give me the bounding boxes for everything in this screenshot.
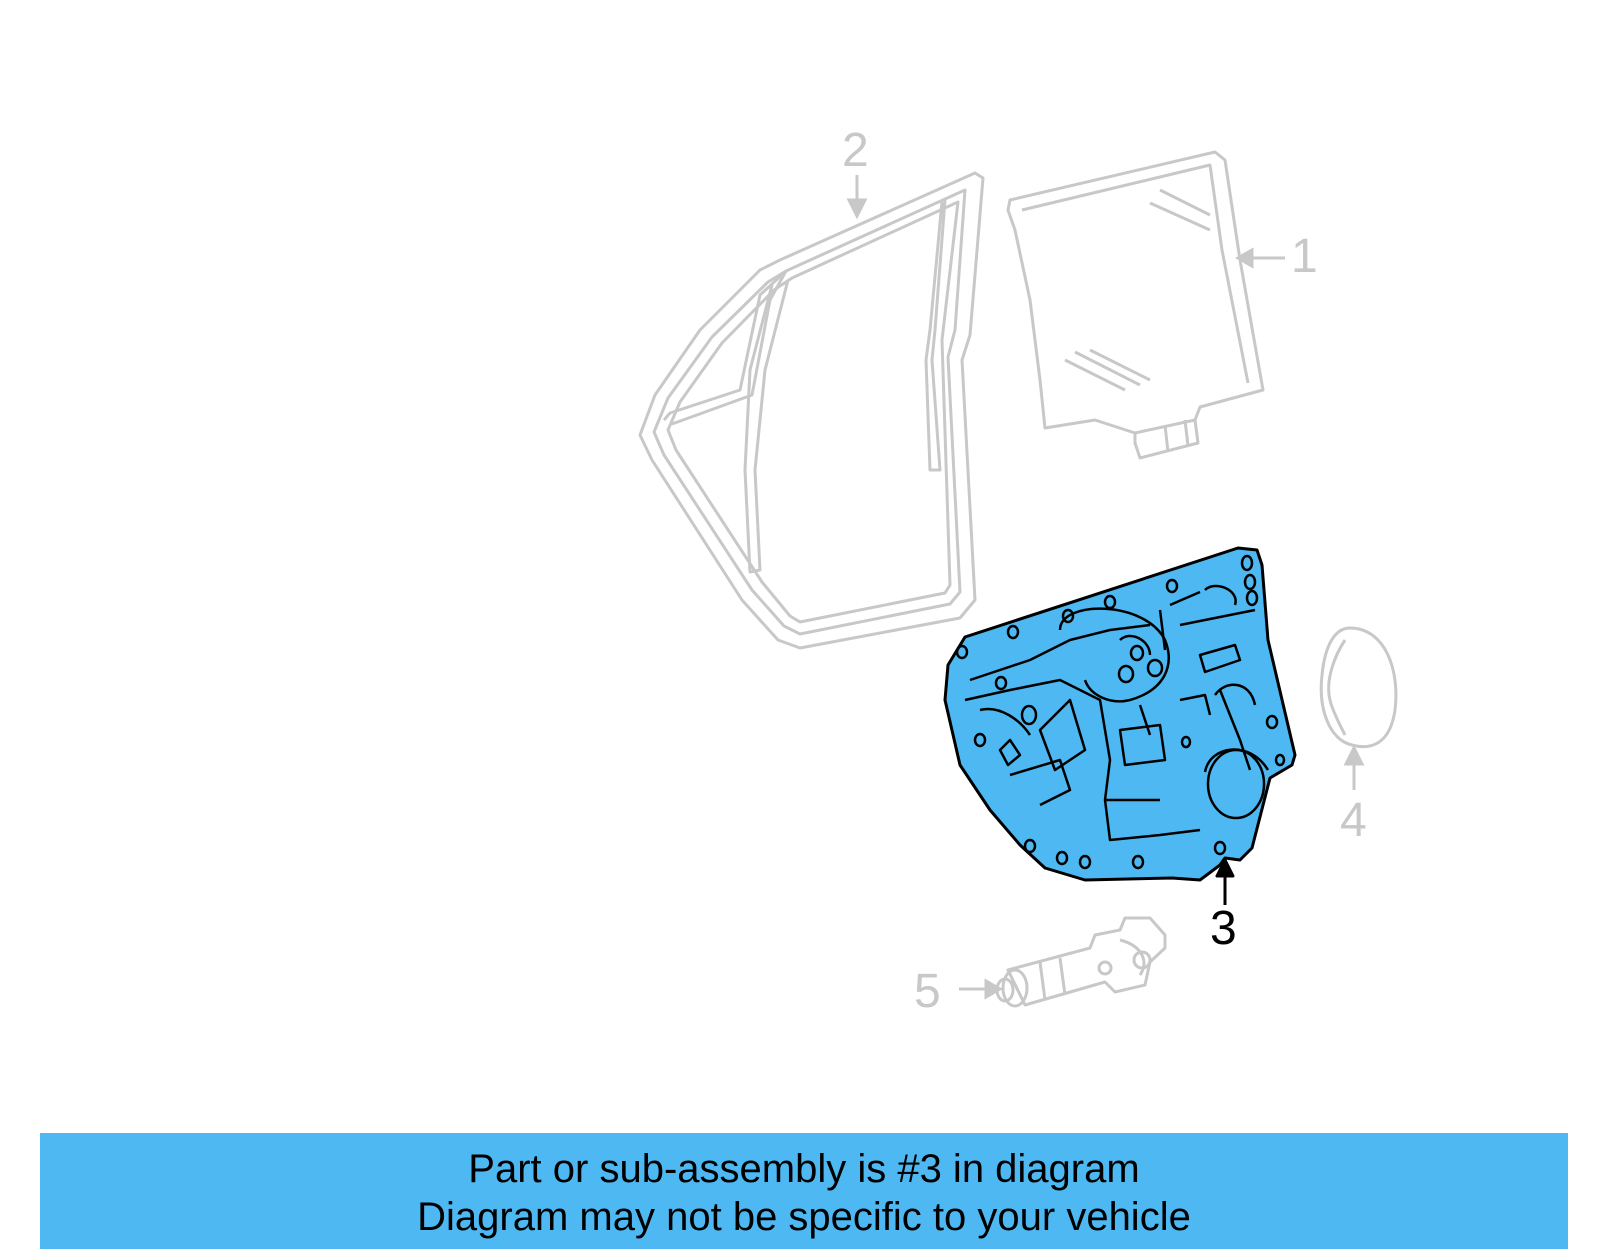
part-3-door-panel[interactable]	[943, 546, 1297, 905]
banner-line-part-number: Part or sub-assembly is #3 in diagram	[468, 1147, 1140, 1191]
callout-5: 5	[914, 965, 941, 1018]
banner-line-disclaimer: Diagram may not be specific to your vehi…	[417, 1195, 1191, 1239]
callout-4: 4	[1340, 794, 1367, 847]
callout-2: 2	[842, 124, 869, 177]
part-4-seal[interactable]	[1319, 626, 1398, 749]
part-5-window-motor[interactable]	[995, 916, 1167, 1008]
leader-lines-muted	[846, 175, 1365, 1000]
callout-1: 1	[1291, 230, 1318, 283]
part-1-window-glass[interactable]	[1006, 150, 1265, 460]
part-2-door-frame[interactable]	[638, 171, 985, 650]
info-banner: Part or sub-assembly is #3 in diagram Di…	[40, 1133, 1568, 1249]
callout-3: 3	[1210, 902, 1237, 955]
